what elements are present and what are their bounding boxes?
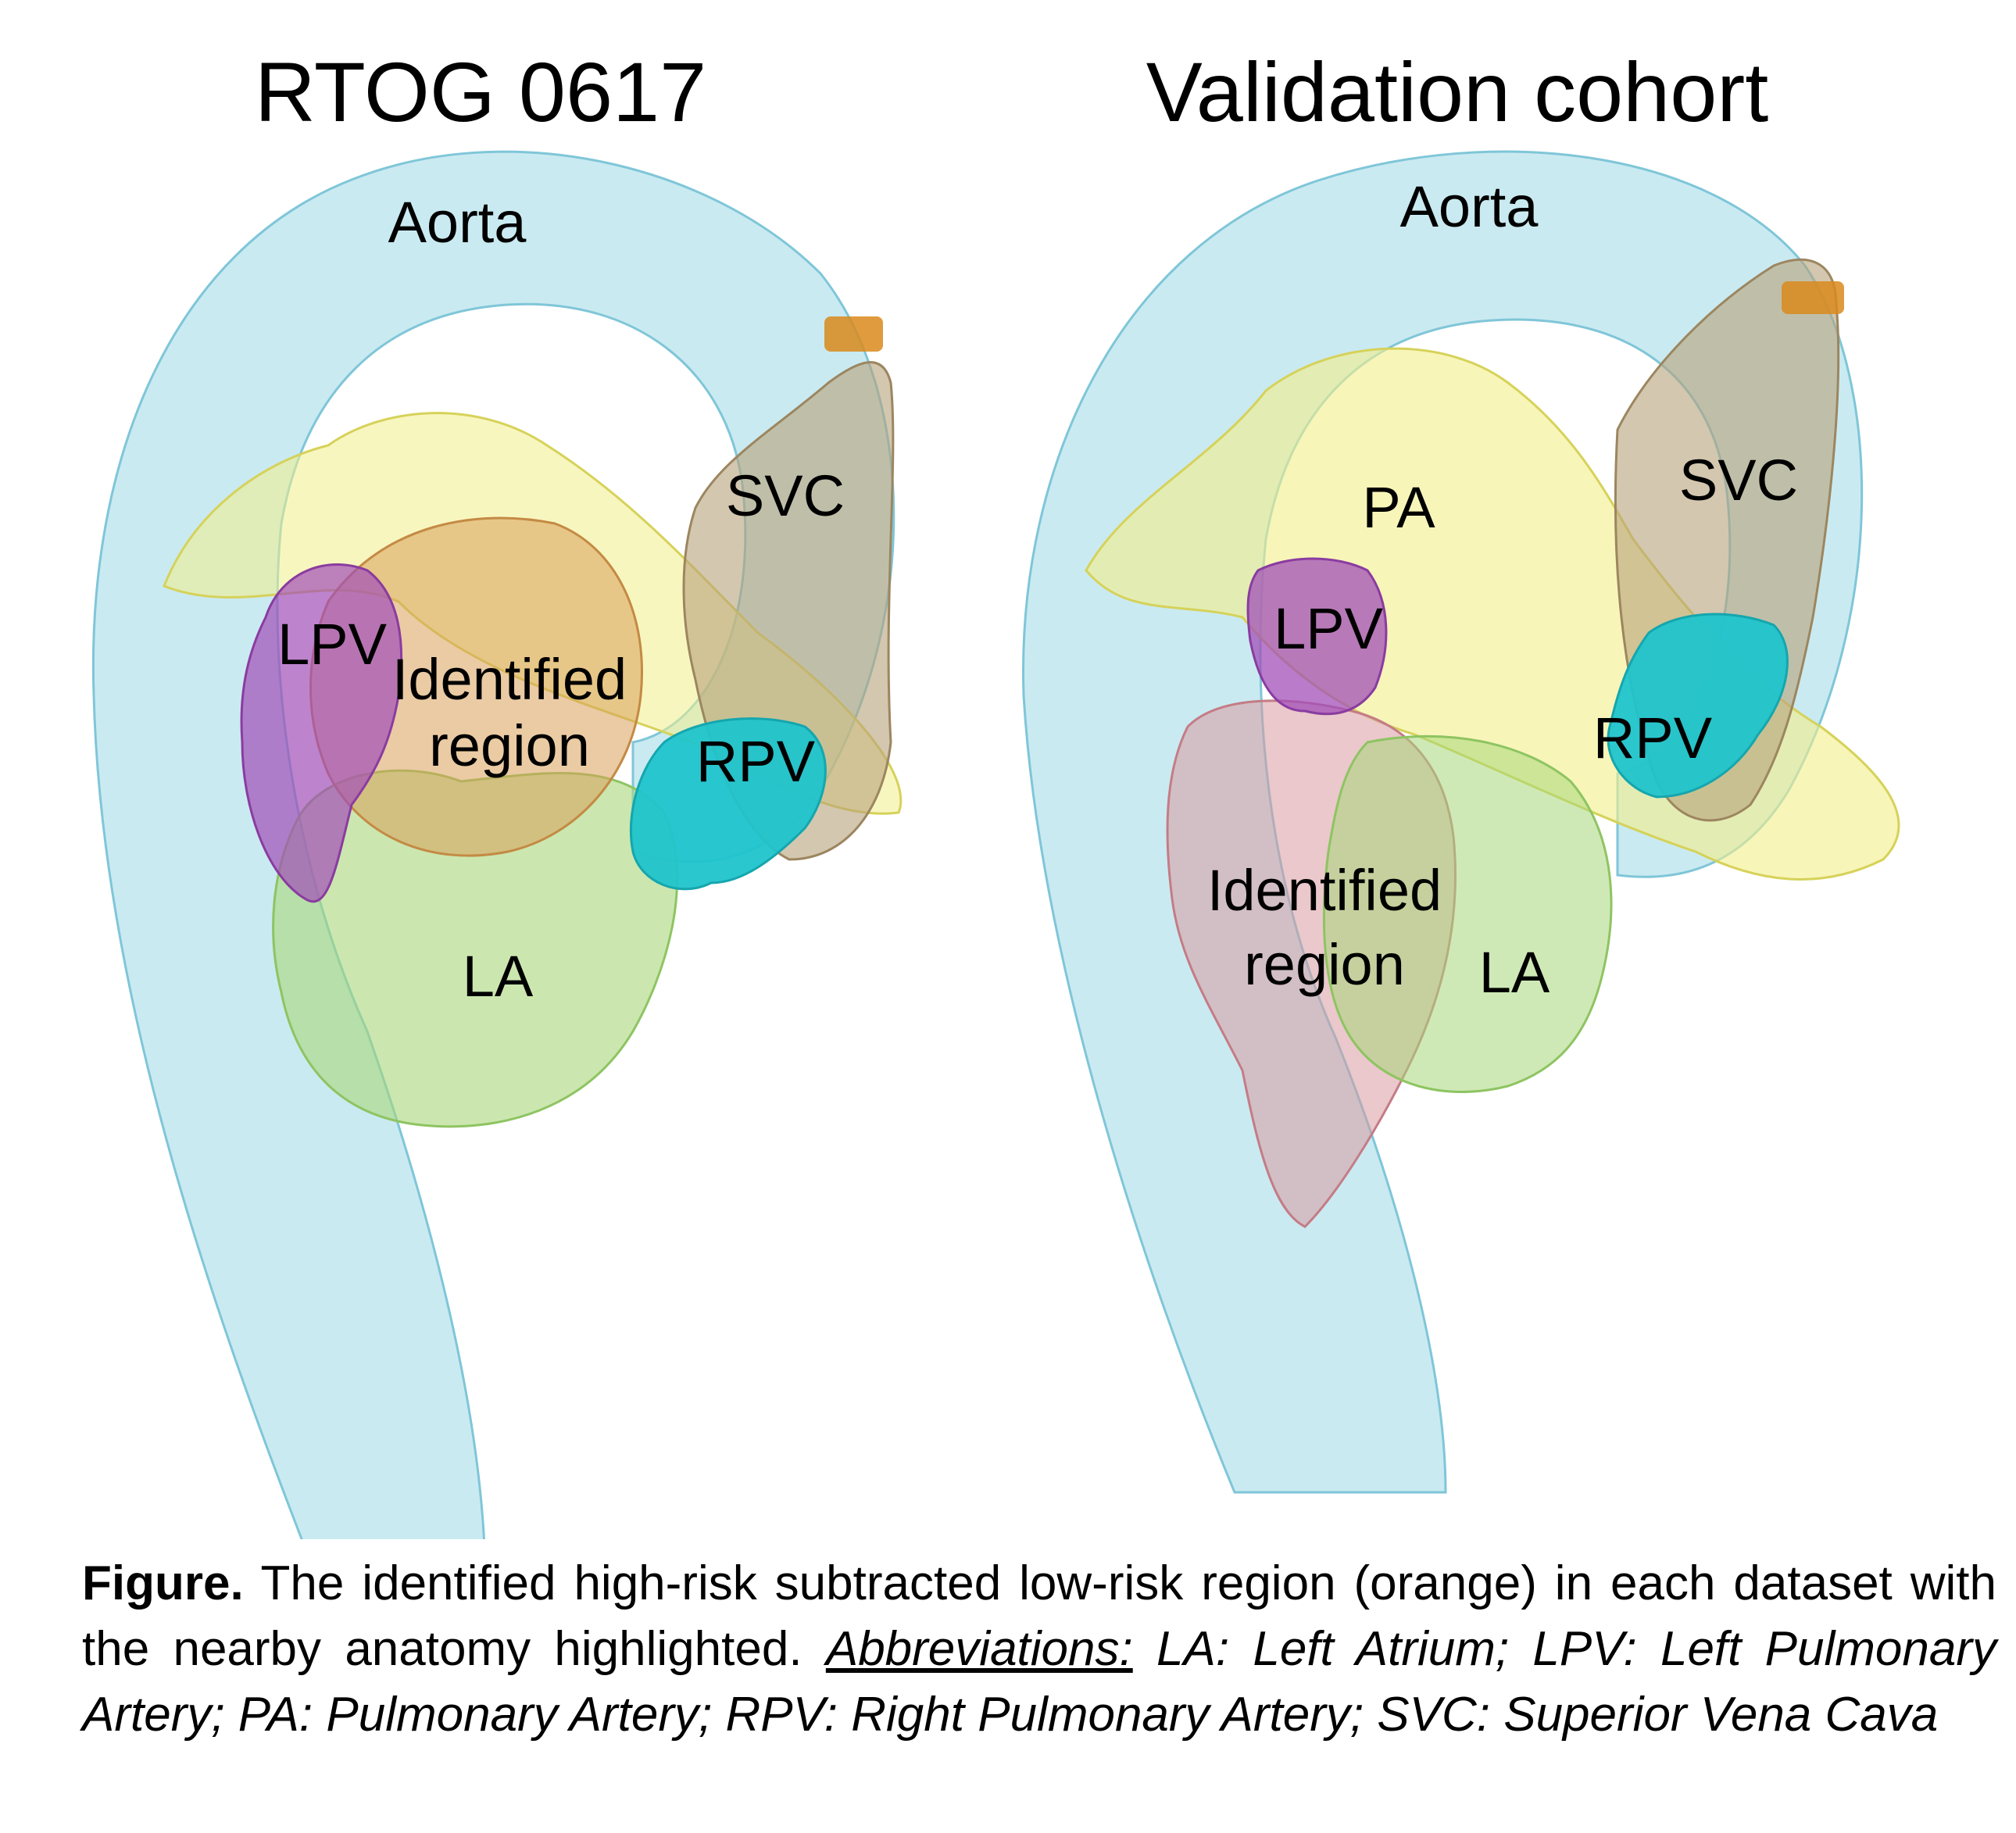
- lpv-shape: [240, 563, 403, 903]
- svc-cap-shape: [1782, 281, 1844, 314]
- label-identified-line2: region: [1244, 932, 1405, 997]
- label-la: LA: [1479, 940, 1550, 1005]
- label-svc: SVC: [726, 463, 845, 528]
- label-lpv: LPV: [1274, 596, 1384, 661]
- label-identified-line1: Identified: [392, 647, 627, 712]
- label-aorta: Aorta: [388, 190, 527, 255]
- label-la: LA: [463, 944, 534, 1009]
- panel-title-validation-cohort: Validation cohort: [1146, 45, 1769, 139]
- label-rpv: RPV: [1593, 706, 1713, 770]
- label-pa: PA: [1362, 475, 1435, 540]
- caption-abbreviations-text: LA: Left Atrium; LPV: Left Pulmonary Art…: [82, 1622, 1997, 1742]
- rtog-0617-anatomy-render: Aorta SVC LPV Identified region RPV LA: [91, 150, 903, 1539]
- caption-abbreviations-heading: Abbreviations:: [825, 1622, 1133, 1676]
- figure-caption: Figure. The identified high-risk subtrac…: [82, 1551, 1996, 1748]
- label-aorta: Aorta: [1400, 174, 1539, 239]
- validation-cohort-anatomy-render: Aorta SVC PA LPV RPV Identified region L…: [1021, 150, 1900, 1494]
- panel-title-rtog-0617: RTOG 0617: [254, 45, 707, 139]
- lpv-shape: [1246, 557, 1388, 716]
- caption-text: The identified high-risk subtracted low-…: [82, 1556, 1996, 1676]
- label-identified-line1: Identified: [1207, 858, 1442, 923]
- label-rpv: RPV: [696, 729, 816, 794]
- svc-cap-shape: [824, 316, 883, 352]
- rpv-shape: [629, 717, 827, 891]
- label-lpv: LPV: [277, 612, 388, 677]
- label-svc: SVC: [1679, 448, 1798, 513]
- label-identified-line2: region: [429, 713, 590, 778]
- caption-lead: Figure.: [82, 1556, 244, 1610]
- rpv-shape: [1607, 613, 1789, 799]
- left-atrium-shape: [1322, 734, 1613, 1093]
